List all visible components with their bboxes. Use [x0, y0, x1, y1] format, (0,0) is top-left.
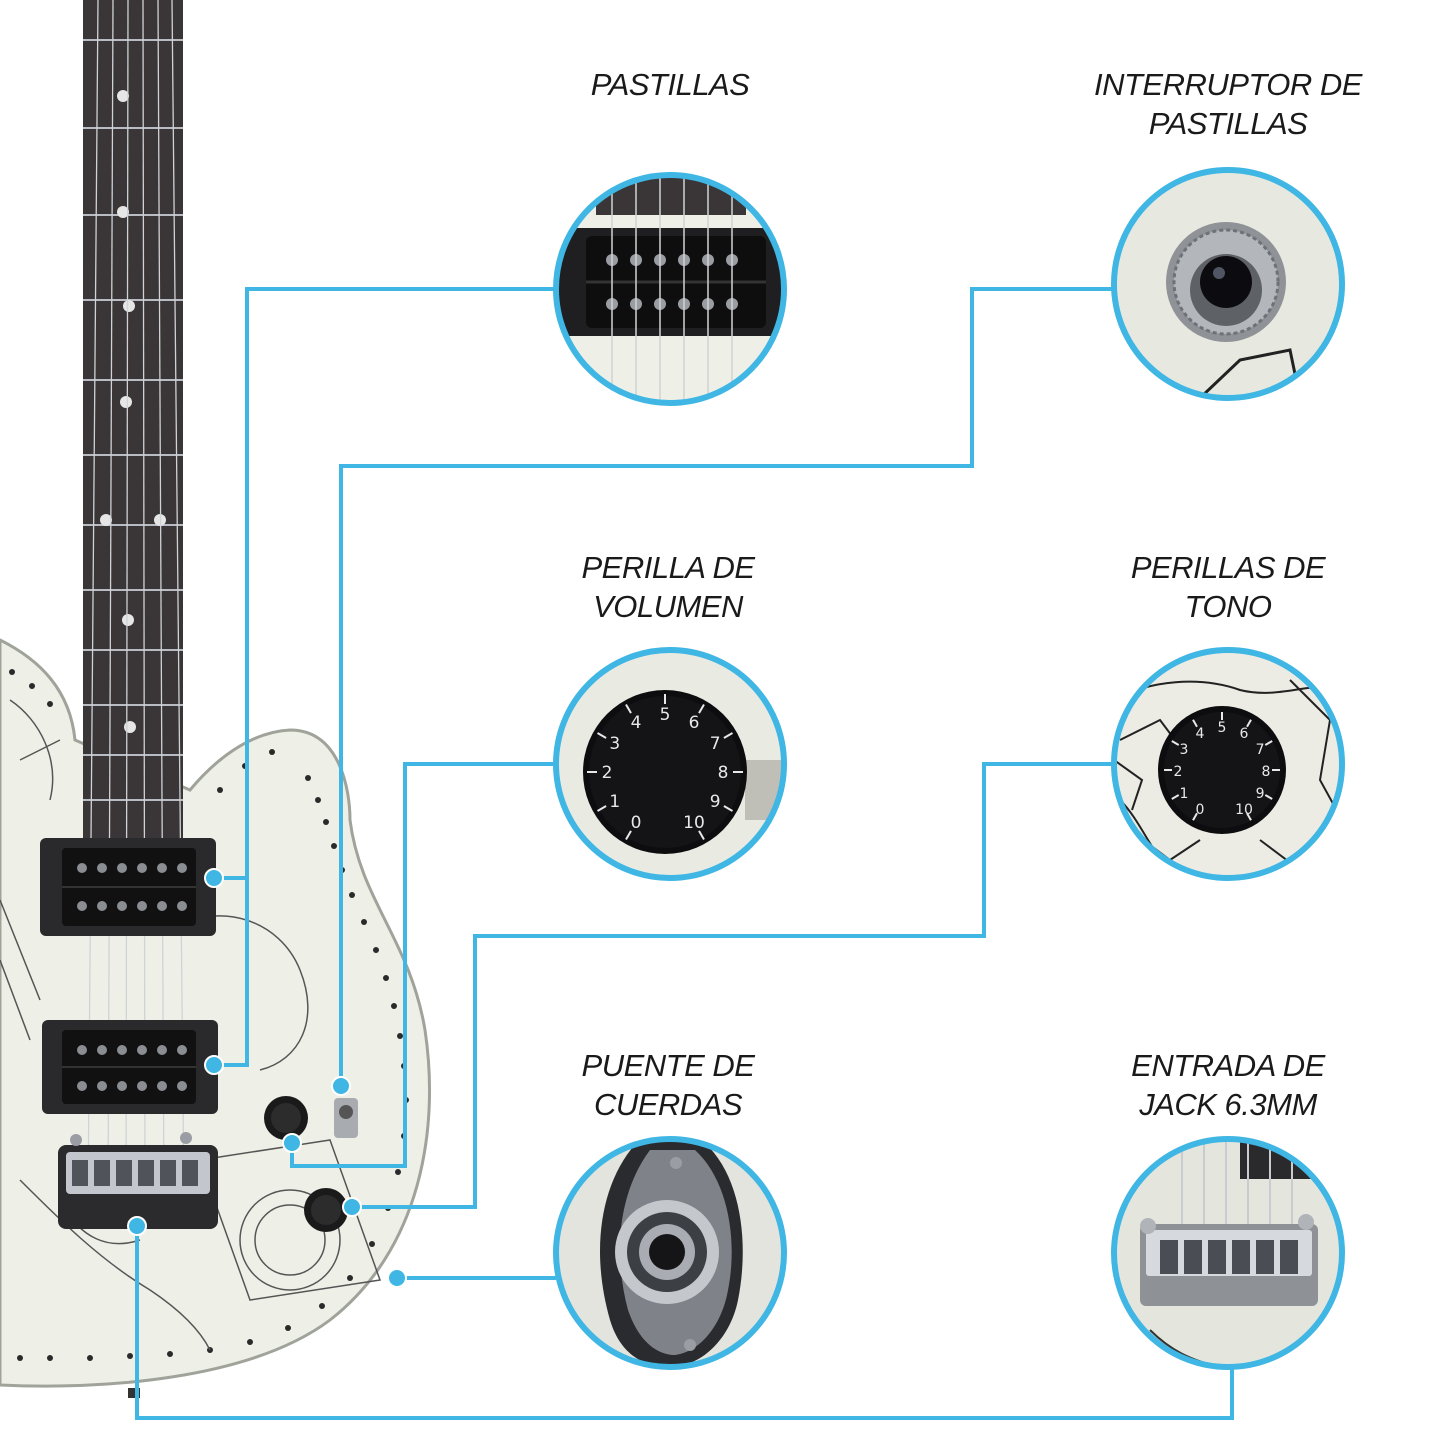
knob-scale-number: 0 [1196, 802, 1205, 818]
volume-knob [264, 1096, 308, 1140]
knob-scale-tick [1171, 794, 1180, 800]
knob-scale-tick [1192, 719, 1198, 728]
knob-scale-tick [625, 830, 632, 841]
label-line: PASTILLAS [1148, 106, 1308, 141]
callout-line-bridge [135, 1226, 1234, 1420]
knob-scale-tick [1246, 719, 1252, 728]
knob-scale-number: 5 [1218, 720, 1227, 736]
knob-scale-number: 6 [1240, 726, 1249, 742]
knob-scale-tick [698, 830, 705, 841]
knob-scale-number: 3 [1179, 742, 1188, 758]
knob-scale-tick [1264, 740, 1273, 746]
zoom-string-bridge [1111, 1136, 1345, 1370]
label-line: PERILLA DE [581, 550, 755, 585]
knob-scale-number: 10 [1235, 802, 1253, 818]
knob-scale-number: 3 [609, 734, 620, 754]
knob-scale-number: 0 [631, 813, 642, 833]
knob-scale-tick [596, 732, 607, 739]
pickup-toggle-switch [334, 1098, 358, 1138]
knob-scale-number: 8 [1262, 764, 1271, 780]
label-line: TONO [1184, 589, 1273, 624]
knob-scale-number: 9 [1256, 786, 1265, 802]
knob-scale-number: 2 [1174, 764, 1183, 780]
knob-scale-tick [596, 805, 607, 812]
strap-button [128, 1388, 140, 1398]
label-line: VOLUMEN [593, 589, 743, 624]
callout-dots [127, 868, 407, 1288]
knob-scale-number: 9 [710, 792, 721, 812]
label-pickup-switch: INTERRUPTOR DE PASTILLAS [1078, 65, 1378, 143]
knob-scale-tick [625, 703, 632, 714]
guitar-body [0, 638, 431, 1388]
fret-markers [100, 90, 166, 733]
knob-scale-tick [723, 732, 734, 739]
frets [83, 39, 183, 801]
body-binding [9, 669, 409, 1361]
zoom-pickup-switch [1111, 167, 1345, 401]
knob-scale-tick [1246, 812, 1252, 821]
strings [87, 0, 185, 1201]
label-line: INTERRUPTOR DE [1093, 67, 1363, 102]
label-volume-knob: PERILLA DE VOLUMEN [518, 548, 818, 626]
tone-knob [304, 1188, 348, 1232]
knob-scale-number: 2 [602, 763, 613, 783]
label-line: CUERDAS [593, 1087, 743, 1122]
guitar [0, 0, 431, 1398]
zoom-pickups [553, 172, 787, 406]
callout-line-pickups [214, 287, 556, 1067]
callout-line-tone [352, 762, 1114, 1209]
knob-scale-number: 5 [660, 705, 671, 725]
label-line: PASTILLAS [590, 67, 750, 102]
knob-scale-tick [1264, 794, 1273, 800]
callout-line-switch [339, 287, 1114, 1086]
label-jack-input: ENTRADA DE JACK 6.3MM [1078, 1046, 1378, 1124]
knob-scale-number: 4 [1196, 726, 1205, 742]
neck-pickup [40, 838, 216, 936]
knob-scale-tick [1171, 740, 1180, 746]
knob-scale-tick [1192, 812, 1198, 821]
zoom-jack-input [553, 1136, 787, 1370]
label-tone-knobs: PERILLAS DE TONO [1078, 548, 1378, 626]
knob-scale-number: 7 [1256, 742, 1265, 758]
callout-lines [135, 287, 1234, 1420]
label-string-bridge: PUENTE DE CUERDAS [518, 1046, 818, 1124]
label-line: PERILLAS DE [1130, 550, 1326, 585]
callout-line-volume [290, 762, 556, 1168]
knob-scale-tick [723, 805, 734, 812]
label-line: PUENTE DE [581, 1048, 755, 1083]
bridge [58, 1132, 218, 1229]
knob-scale-number: 7 [710, 734, 721, 754]
knob-scale-number: 10 [683, 813, 705, 833]
knob-scale-tick [698, 703, 705, 714]
knob-scale-number: 8 [718, 763, 729, 783]
knob-scale-number: 1 [1179, 786, 1188, 802]
label-pickups: PASTILLAS [520, 65, 820, 104]
knob-scale-number: 4 [631, 713, 642, 733]
bridge-pickup [42, 1020, 218, 1114]
label-line: JACK 6.3MM [1139, 1087, 1317, 1122]
knob-scale-number: 1 [609, 792, 620, 812]
knob-scale-number: 6 [689, 713, 700, 733]
label-line: ENTRADA DE [1131, 1048, 1325, 1083]
fretboard [83, 0, 183, 840]
